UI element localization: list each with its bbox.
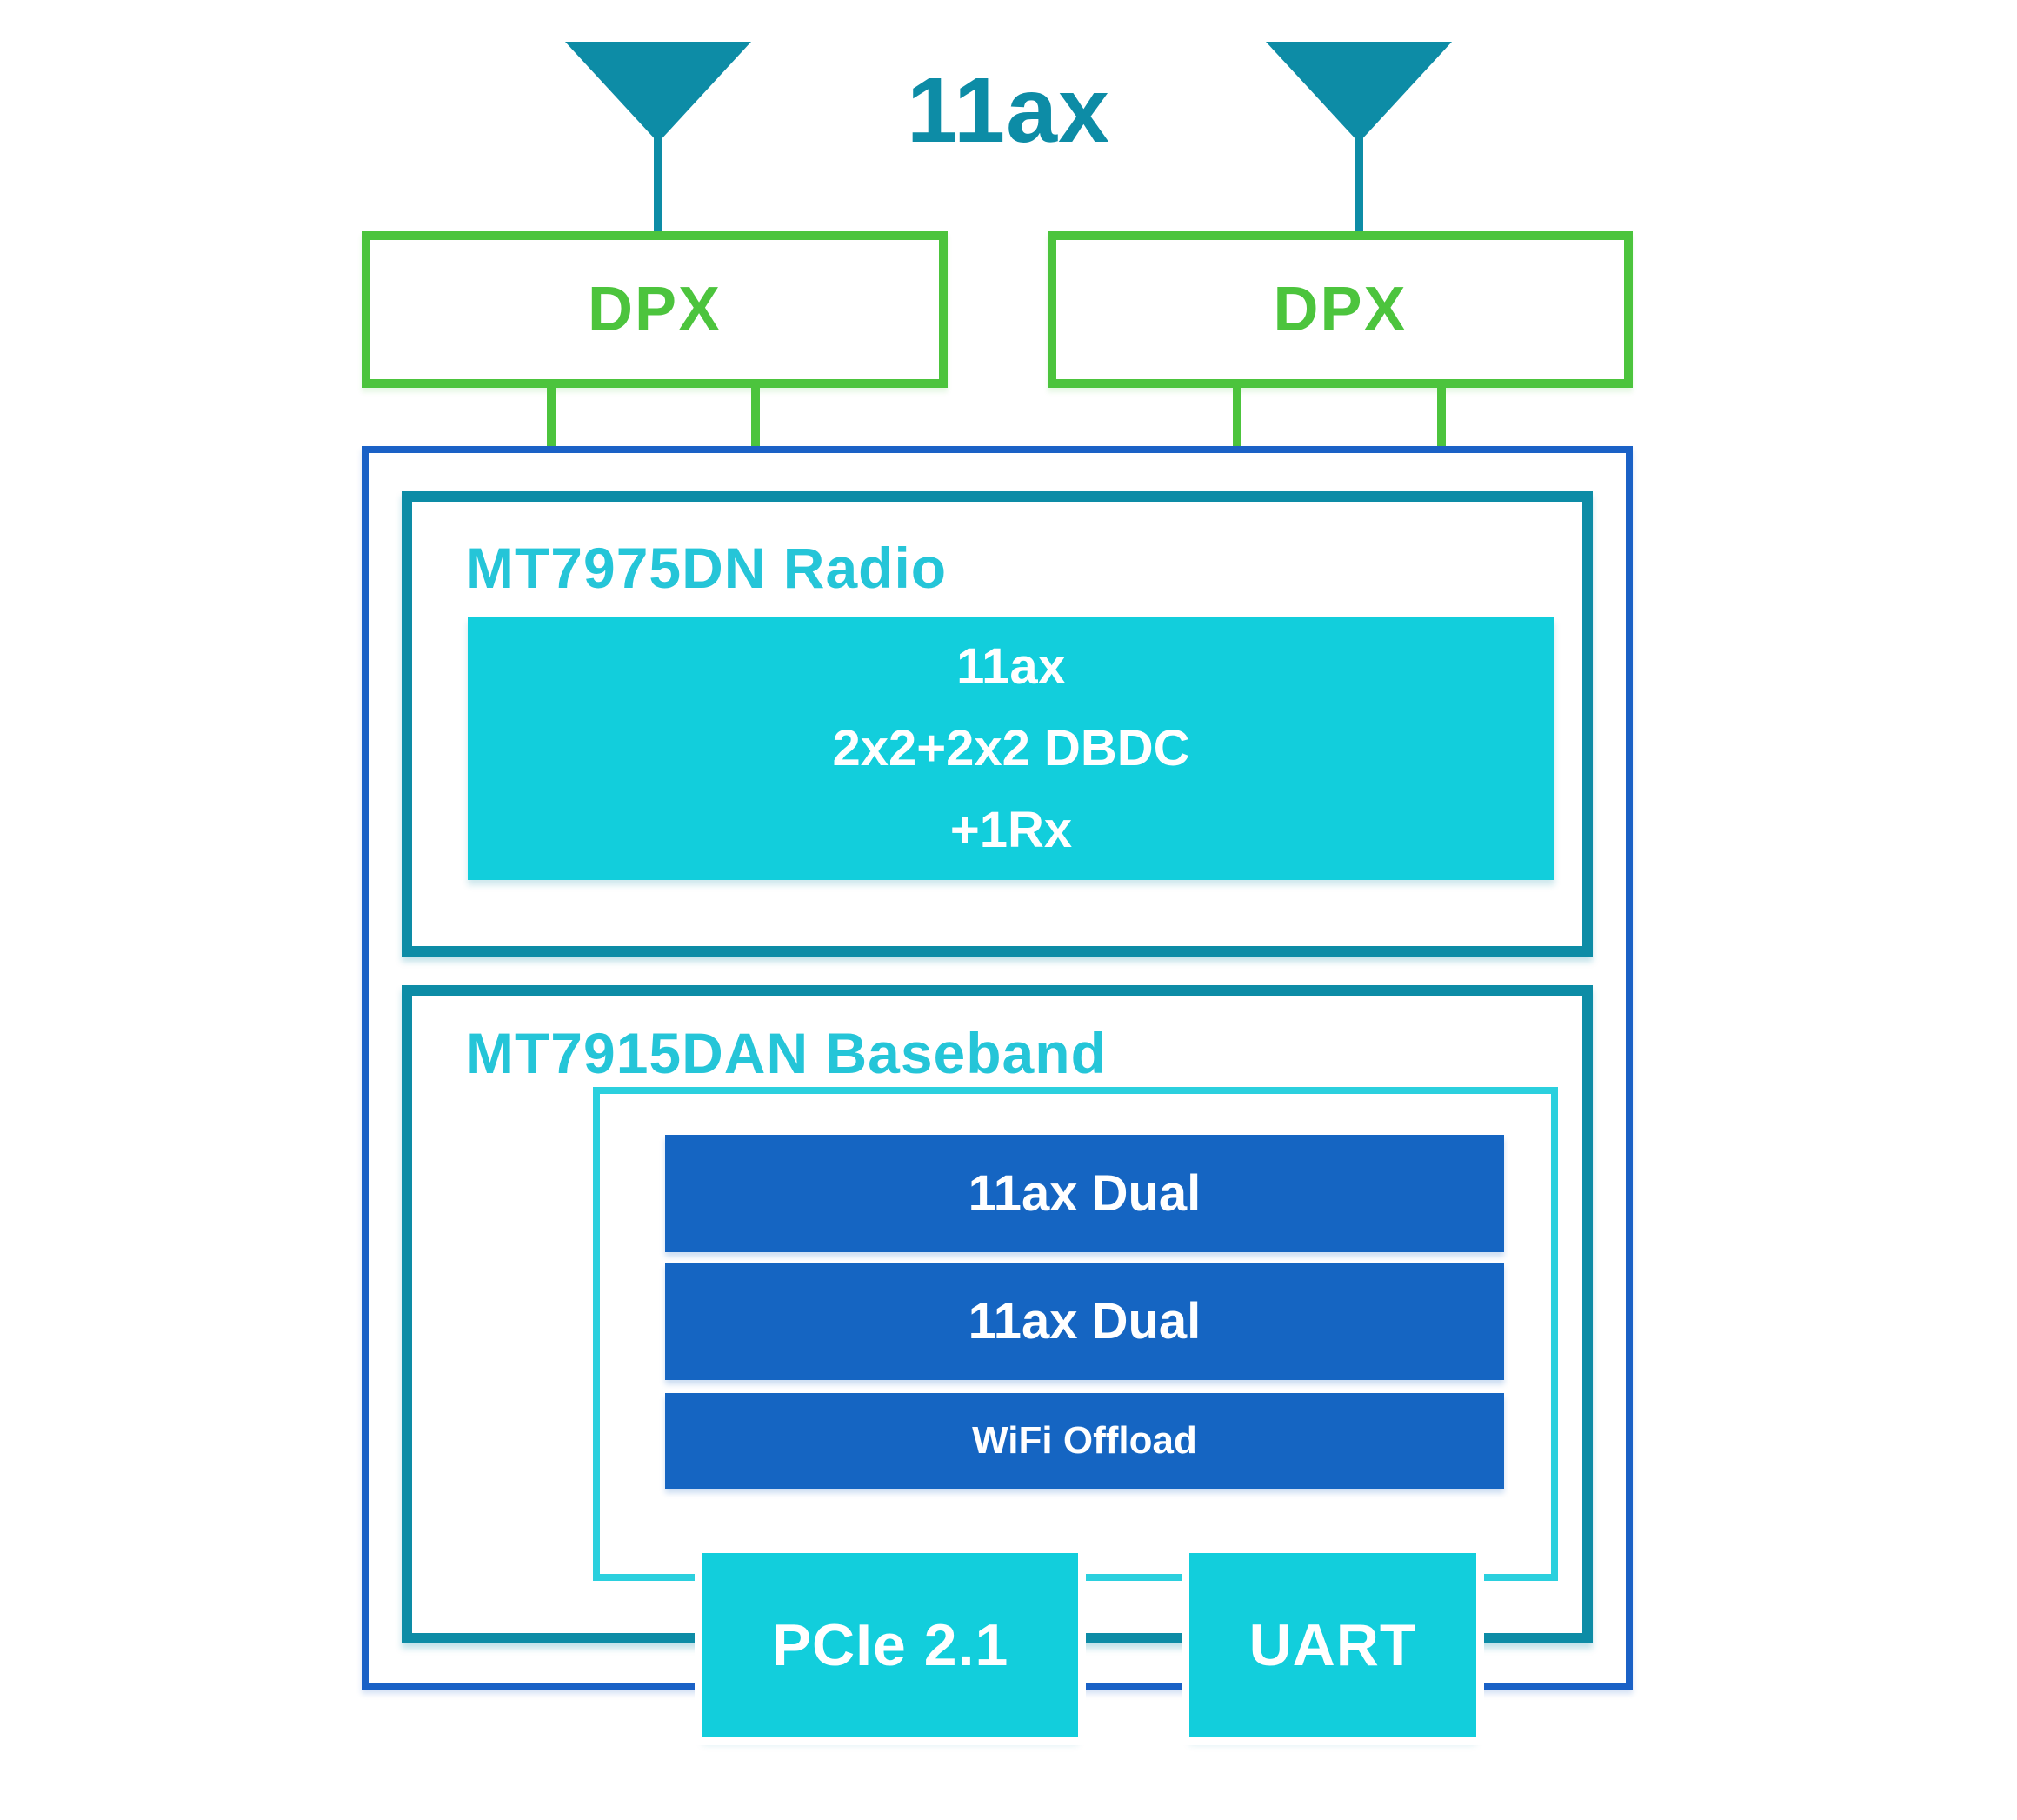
connector-stub (1233, 386, 1241, 450)
capability-line: 2x2+2x2 DBDC (832, 720, 1190, 777)
dpx-box-left: DPX (362, 231, 948, 388)
antenna-icon (1266, 42, 1452, 238)
module-bar-wifi-offload: WiFi Offload (665, 1393, 1504, 1489)
connector-stub (547, 386, 556, 450)
capability-line: +1Rx (949, 802, 1073, 858)
dpx-box-right: DPX (1048, 231, 1633, 388)
uart-port-box: UART (1189, 1553, 1476, 1737)
capability-line: 11ax (956, 638, 1066, 695)
antenna-triangle-icon (565, 42, 751, 143)
module-bar-11ax-dual-2: 11ax Dual (665, 1263, 1504, 1380)
radio-title: MT7975DN Radio (466, 536, 948, 600)
diagram-title: 11ax (907, 59, 1110, 162)
connector-stub (1437, 386, 1446, 450)
module-label: 11ax Dual (968, 1165, 1202, 1222)
pcie-port-box: PCIe 2.1 (702, 1553, 1078, 1737)
module-label: WiFi Offload (972, 1419, 1197, 1462)
uart-label: UART (1248, 1612, 1417, 1678)
pcie-label: PCIe 2.1 (771, 1612, 1009, 1678)
radio-box: MT7975DN Radio 11ax 2x2+2x2 DBDC +1Rx (402, 491, 1593, 957)
module-bar-11ax-dual-1: 11ax Dual (665, 1135, 1504, 1252)
radio-capability-block: 11ax 2x2+2x2 DBDC +1Rx (468, 617, 1554, 880)
antenna-triangle-icon (1266, 42, 1452, 143)
antenna-stem (654, 137, 662, 238)
baseband-inner-box: 11ax Dual 11ax Dual WiFi Offload (593, 1087, 1558, 1581)
dpx-label: DPX (587, 275, 722, 344)
dpx-label: DPX (1273, 275, 1408, 344)
module-label: 11ax Dual (968, 1293, 1202, 1350)
antenna-stem (1355, 137, 1363, 238)
baseband-title: MT7915DAN Baseband (466, 1021, 1107, 1085)
antenna-icon (565, 42, 751, 238)
baseband-box: MT7915DAN Baseband 11ax Dual 11ax Dual W… (402, 985, 1593, 1643)
connector-stub (751, 386, 760, 450)
